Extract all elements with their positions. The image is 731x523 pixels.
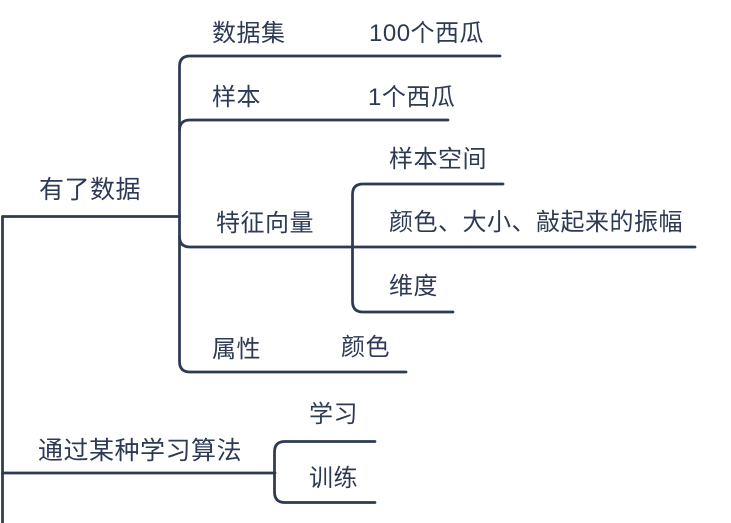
connector-row-sample	[178, 118, 450, 132]
connector-bracket-data	[178, 54, 502, 374]
topic-100-watermelons[interactable]: 100个西瓜	[369, 20, 485, 47]
topic-color-size-amplitude[interactable]: 颜色、大小、敲起来的振幅	[389, 209, 683, 236]
topic-dataset[interactable]: 数据集	[212, 20, 286, 47]
topic-attribute[interactable]: 属性	[212, 336, 261, 363]
topic-color[interactable]: 颜色	[341, 334, 390, 361]
topic-training[interactable]: 训练	[309, 465, 358, 492]
topic-learning[interactable]: 学习	[309, 401, 358, 428]
connector-bracket-featurevector	[351, 182, 505, 314]
connector-row-featurevector	[178, 235, 697, 249]
topic-sample-space[interactable]: 样本空间	[389, 146, 487, 173]
topic-sample[interactable]: 样本	[212, 84, 261, 111]
connector-bracket-algorithm	[273, 440, 377, 504]
branch-with-data[interactable]: 有了数据	[39, 176, 142, 204]
topic-dimension[interactable]: 维度	[389, 273, 438, 300]
connector-root-branch1	[1, 215, 181, 523]
branch-learning-algorithm[interactable]: 通过某种学习算法	[38, 437, 243, 465]
topic-1-watermelon[interactable]: 1个西瓜	[368, 84, 456, 111]
topic-feature-vector[interactable]: 特征向量	[216, 210, 314, 237]
